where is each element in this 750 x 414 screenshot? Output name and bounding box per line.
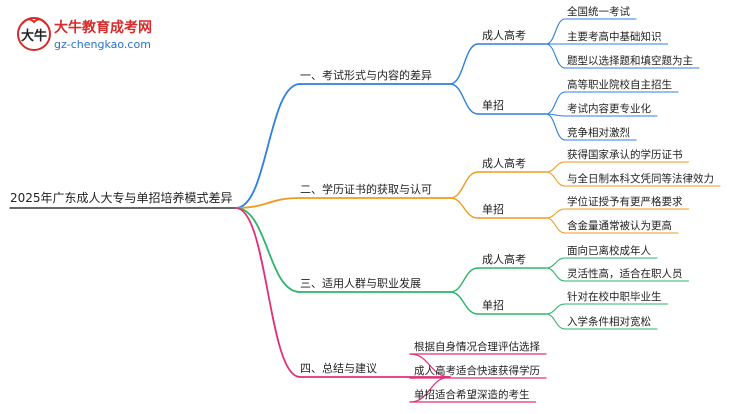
edge-root-branch-1 bbox=[234, 83, 301, 209]
sub-node-2-2[interactable]: 单招 bbox=[482, 202, 504, 216]
logo-icon-text: 大牛 bbox=[21, 28, 47, 44]
leaf-node-1-2-3[interactable]: 竞争相对激烈 bbox=[567, 126, 630, 139]
leaf-node-3-2-1[interactable]: 针对在校中职毕业生 bbox=[567, 290, 662, 303]
edge-sub2-2-leaf1 bbox=[545, 208, 566, 219]
edge-sub3-1-leaf2 bbox=[545, 267, 566, 282]
edge-sub3-1-leaf1 bbox=[545, 257, 566, 269]
branch-node-2[interactable]: 二、学历证书的获取与认可 bbox=[300, 182, 432, 196]
edge-sub2-2-leaf2 bbox=[545, 217, 566, 234]
bull-logo-icon: 大牛 bbox=[17, 17, 51, 51]
leaf-node-2-1-1[interactable]: 获得国家承认的学历证书 bbox=[567, 148, 683, 161]
root-node[interactable]: 2025年广东成人大专与单招培养模式差异 bbox=[10, 190, 233, 205]
edge-branch1-sub1 bbox=[449, 43, 479, 85]
edge-branch3-sub1 bbox=[449, 267, 479, 293]
leaf-node-1-2-1[interactable]: 高等职业院校自主招生 bbox=[567, 78, 672, 91]
sub-node-3-2[interactable]: 单招 bbox=[482, 298, 504, 312]
edge-sub1-2-leaf3 bbox=[545, 113, 566, 141]
edge-root-branch-4 bbox=[234, 207, 301, 378]
sub-node-1-1[interactable]: 成人高考 bbox=[482, 28, 526, 42]
logo-url: gz-chengkao.com bbox=[54, 38, 151, 51]
leaf-node-1-1-1[interactable]: 全国统一考试 bbox=[567, 5, 630, 18]
mindmap-nodes: 2025年广东成人大专与单招培养模式差异一、考试形式与内容的差异成人高考全国统一… bbox=[10, 5, 714, 401]
leaf-node-1-2-2[interactable]: 考试内容更专业化 bbox=[567, 102, 651, 115]
edge-branch2-sub2 bbox=[449, 197, 479, 219]
leaf-node-3-1-1[interactable]: 面向已离校成年人 bbox=[567, 244, 651, 257]
edge-root-branch-3 bbox=[234, 207, 301, 293]
edge-sub2-1-leaf2 bbox=[545, 171, 566, 187]
edge-root-branch-2 bbox=[234, 197, 301, 209]
logo-title: 大牛教育成考网 bbox=[54, 19, 152, 36]
branch-node-4[interactable]: 四、总结与建议 bbox=[300, 361, 377, 375]
edge-sub1-1-leaf1 bbox=[545, 18, 566, 45]
leaf-node-4-1[interactable]: 根据自身情况合理评估选择 bbox=[414, 340, 540, 353]
leaf-node-1-1-2[interactable]: 主要考高中基础知识 bbox=[567, 30, 662, 43]
edge-sub1-1-leaf3 bbox=[545, 43, 566, 69]
branch-node-1[interactable]: 一、考试形式与内容的差异 bbox=[300, 68, 432, 82]
edge-sub3-2-leaf2 bbox=[545, 313, 566, 330]
leaf-node-3-2-2[interactable]: 入学条件相对宽松 bbox=[567, 315, 651, 328]
edge-sub1-2-leaf1 bbox=[545, 91, 566, 115]
edge-sub2-1-leaf1 bbox=[545, 161, 566, 173]
logo: 大牛 大牛教育成考网 gz-chengkao.com bbox=[17, 17, 152, 51]
leaf-node-2-2-2[interactable]: 含金量通常被认为更高 bbox=[567, 219, 672, 232]
edge-sub3-2-leaf1 bbox=[545, 303, 566, 315]
sub-node-2-1[interactable]: 成人高考 bbox=[482, 156, 526, 170]
leaf-node-2-2-1[interactable]: 学位证授予有更严格要求 bbox=[567, 195, 683, 208]
sub-node-3-1[interactable]: 成人高考 bbox=[482, 252, 526, 266]
sub-node-1-2[interactable]: 单招 bbox=[482, 98, 504, 112]
edge-branch2-sub1 bbox=[449, 171, 479, 199]
leaf-node-4-2[interactable]: 成人高考适合快速获得学历 bbox=[414, 364, 540, 377]
mindmap-edges bbox=[9, 18, 721, 403]
leaf-node-4-3[interactable]: 单招适合希望深造的考生 bbox=[414, 388, 530, 401]
leaf-node-2-1-2[interactable]: 与全日制本科文凭同等法律效力 bbox=[567, 172, 714, 185]
edge-branch4-leaf1 bbox=[409, 353, 451, 378]
edge-branch1-sub2 bbox=[449, 83, 479, 115]
edge-branch4-leaf3 bbox=[409, 376, 451, 403]
leaf-node-1-1-3[interactable]: 题型以选择题和填空题为主 bbox=[567, 54, 693, 67]
edge-branch3-sub2 bbox=[449, 291, 479, 315]
branch-node-3[interactable]: 三、适用人群与职业发展 bbox=[300, 276, 421, 290]
leaf-node-3-1-2[interactable]: 灵活性高，适合在职人员 bbox=[567, 267, 683, 280]
